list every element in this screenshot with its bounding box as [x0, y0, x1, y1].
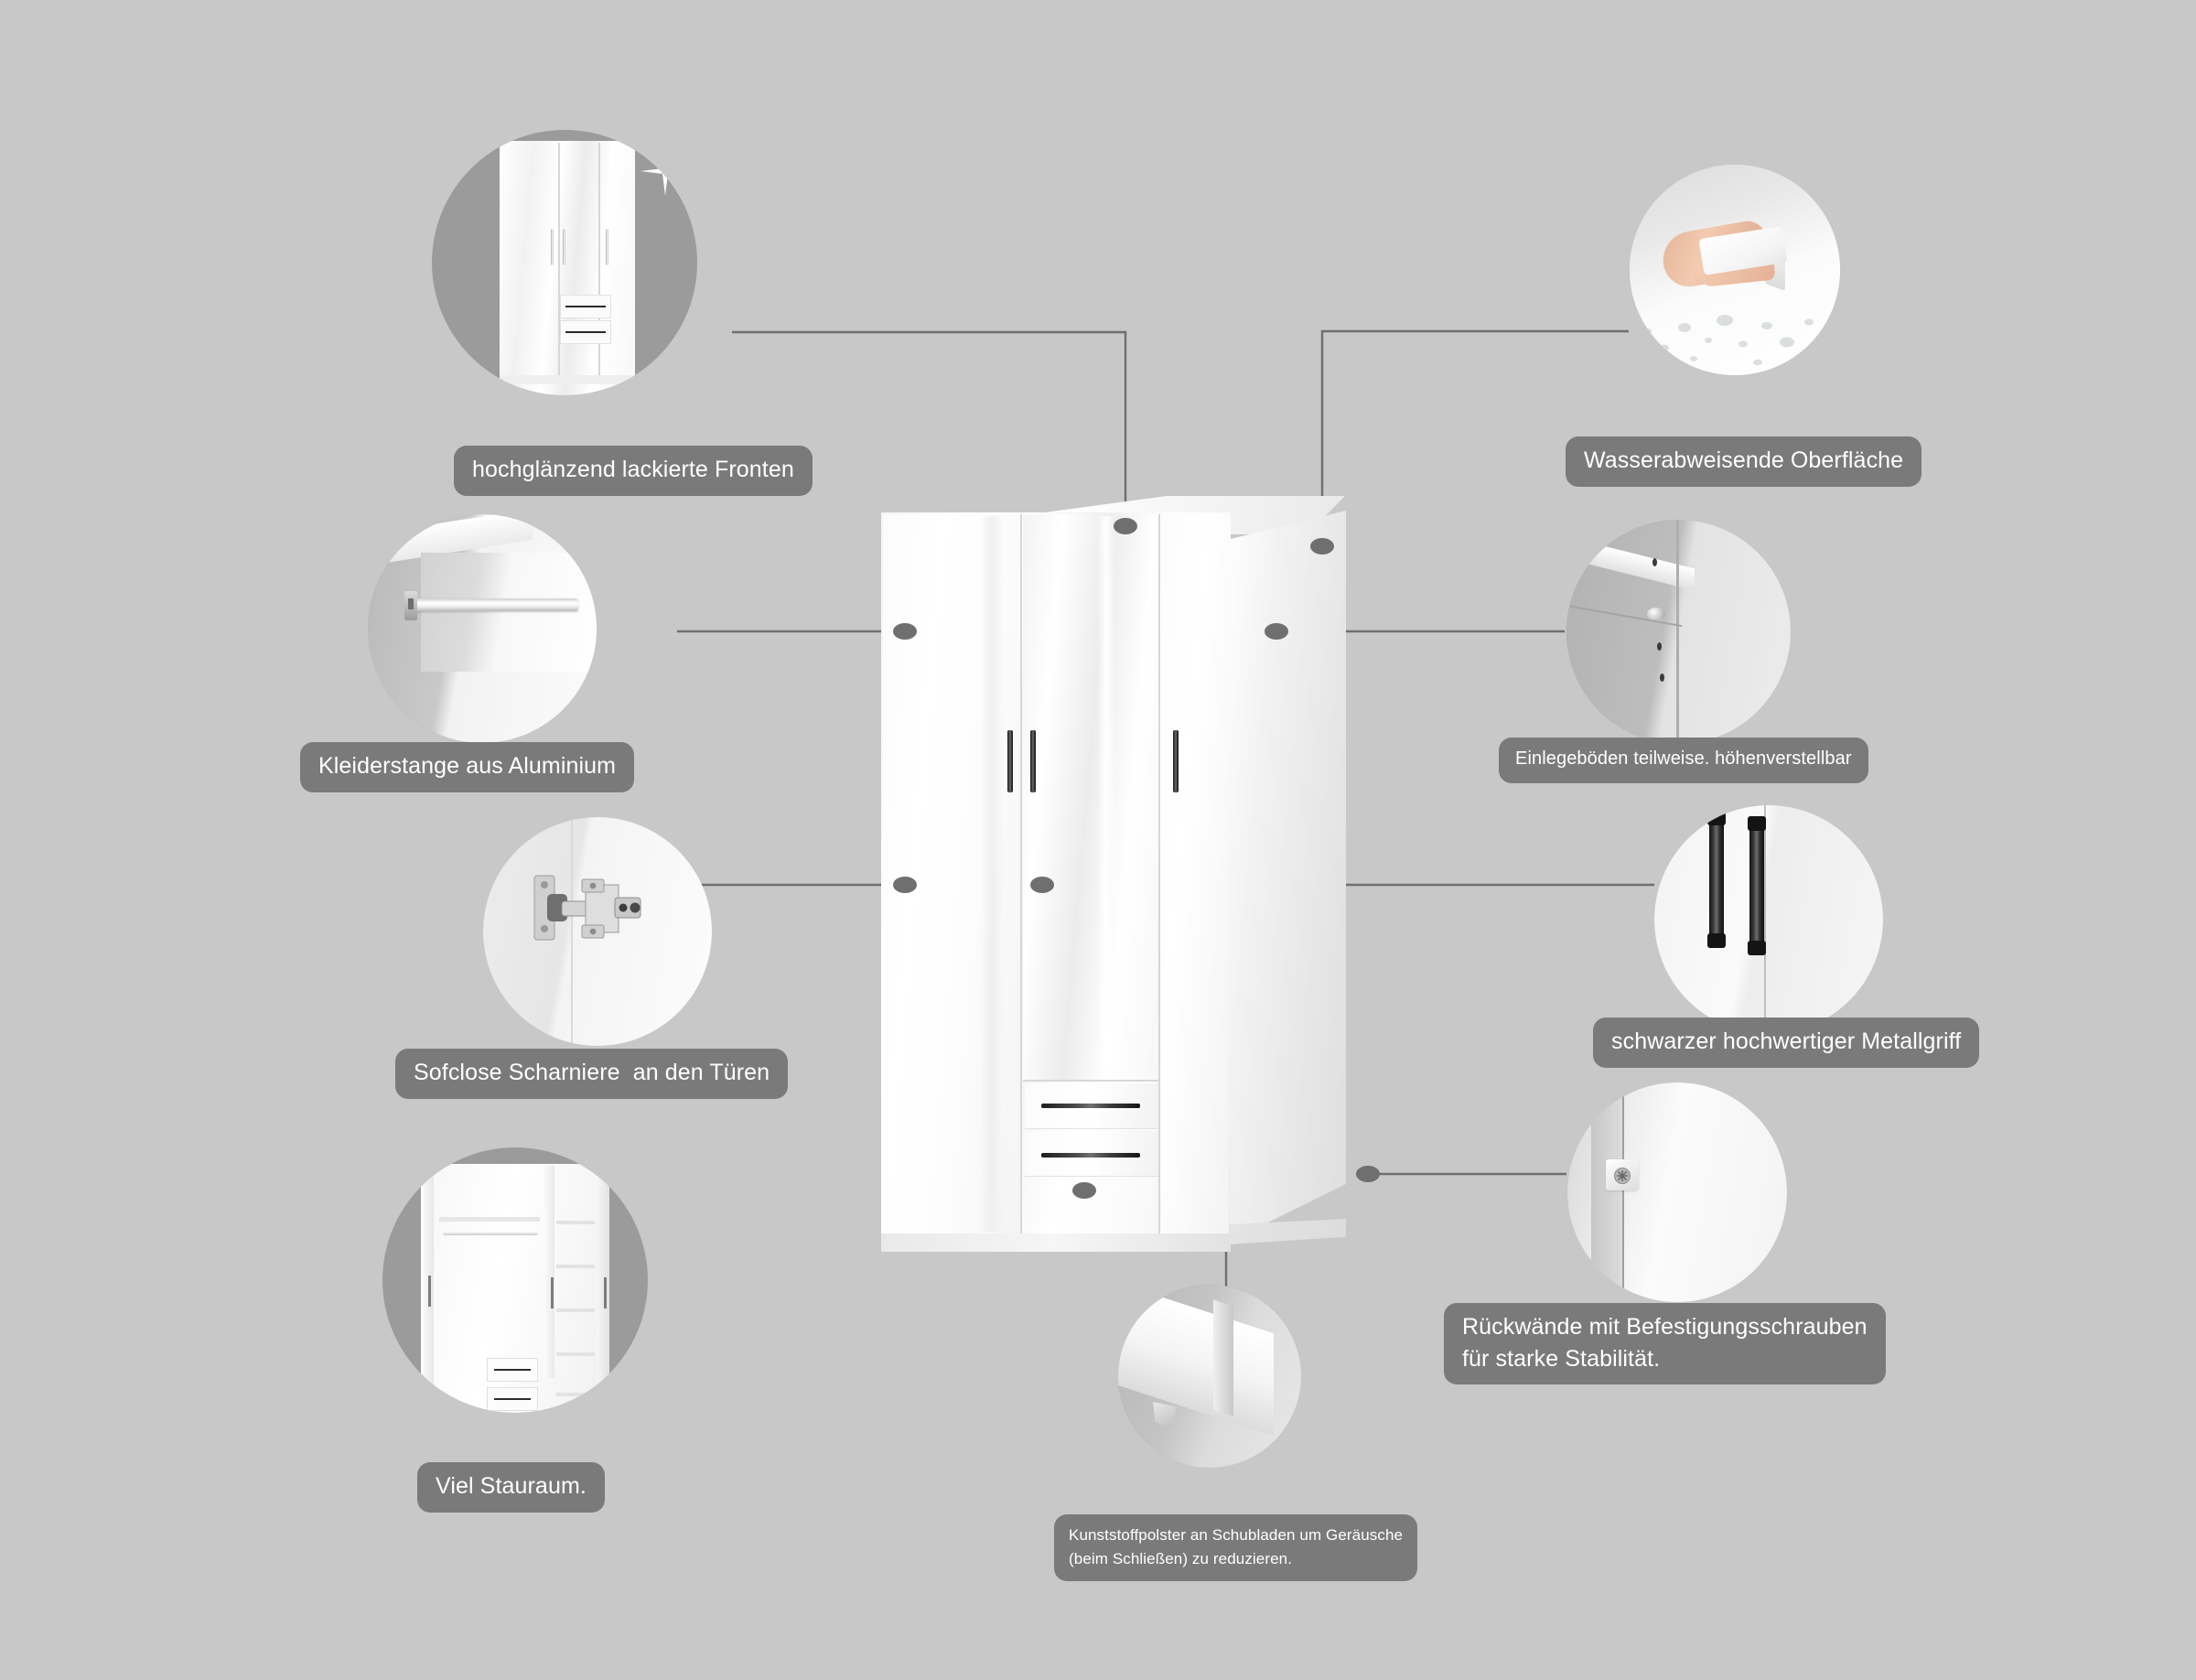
wardrobe-plinth: [881, 1233, 1231, 1252]
hotspot-gloss-fronts[interactable]: [1114, 518, 1137, 534]
product-hero-wardrobe: [874, 476, 1386, 1272]
screw-icon: [1606, 1159, 1639, 1190]
door-handle-middle: [1030, 730, 1036, 792]
detail-circle-adjustable-shelf: [1566, 520, 1791, 744]
wardrobe-door-middle: [1023, 514, 1158, 1082]
detail-circle-open-interior: [382, 1147, 648, 1413]
label-storage: Viel Stauraum.: [417, 1462, 605, 1513]
detail-circle-drawer-pad: [1118, 1285, 1301, 1468]
label-water-repellent: Wasserabweisende Oberfläche: [1566, 436, 1922, 487]
hotspot-handle[interactable]: [1030, 877, 1054, 893]
label-soft-close-hinge: Sofclose Scharniere an den Türen: [395, 1049, 789, 1099]
handle-icon: [1709, 811, 1724, 948]
hotspot-drawer-pad[interactable]: [1072, 1182, 1096, 1199]
wardrobe-side-panel: [1227, 511, 1346, 1243]
hotspot-hinge[interactable]: [893, 877, 917, 893]
label-gloss-fronts: hochglänzend lackierte Fronten: [454, 446, 813, 496]
hotspot-water-repellent[interactable]: [1310, 538, 1334, 555]
detail-circle-back-panel-screw: [1567, 1082, 1787, 1302]
label-adjustable-shelf: Einlegeböden teilweise. höhenverstellbar: [1499, 738, 1868, 783]
sparkle-icon: [640, 146, 690, 196]
drawer-handle-upper: [1041, 1104, 1140, 1108]
wardrobe-door-right: [1161, 514, 1229, 1233]
detail-circle-soft-close-hinge: [483, 817, 712, 1046]
door-handle-right: [1173, 730, 1179, 792]
pad-icon: [1153, 1402, 1177, 1429]
label-black-metal-handle: schwarzer hochwertiger Metallgriff: [1593, 1018, 1980, 1068]
drawer-handle-lower: [1041, 1153, 1140, 1158]
detail-circle-aluminium-rail: [368, 514, 597, 743]
hinge-icon: [531, 874, 659, 947]
detail-circle-water-repellent: [1630, 165, 1840, 375]
detail-circle-gloss-fronts: [432, 130, 697, 395]
rail-icon: [412, 598, 578, 611]
door-handle-left: [1007, 730, 1013, 792]
label-aluminium-rail: Kleiderstange aus Aluminium: [300, 742, 635, 792]
label-back-panel-screw: Rückwände mit Befestigungsschrauben für …: [1444, 1303, 1886, 1384]
detail-circle-black-metal-handle: [1654, 805, 1883, 1034]
label-drawer-pad: Kunststoffpolster an Schubladen um Geräu…: [1054, 1514, 1418, 1581]
shelf-pin-icon: [1647, 608, 1665, 620]
hotspot-back-panel[interactable]: [1356, 1166, 1380, 1182]
hotspot-shelf[interactable]: [1265, 623, 1288, 640]
hotspot-rail[interactable]: [893, 623, 917, 640]
handle-icon: [1749, 816, 1764, 955]
